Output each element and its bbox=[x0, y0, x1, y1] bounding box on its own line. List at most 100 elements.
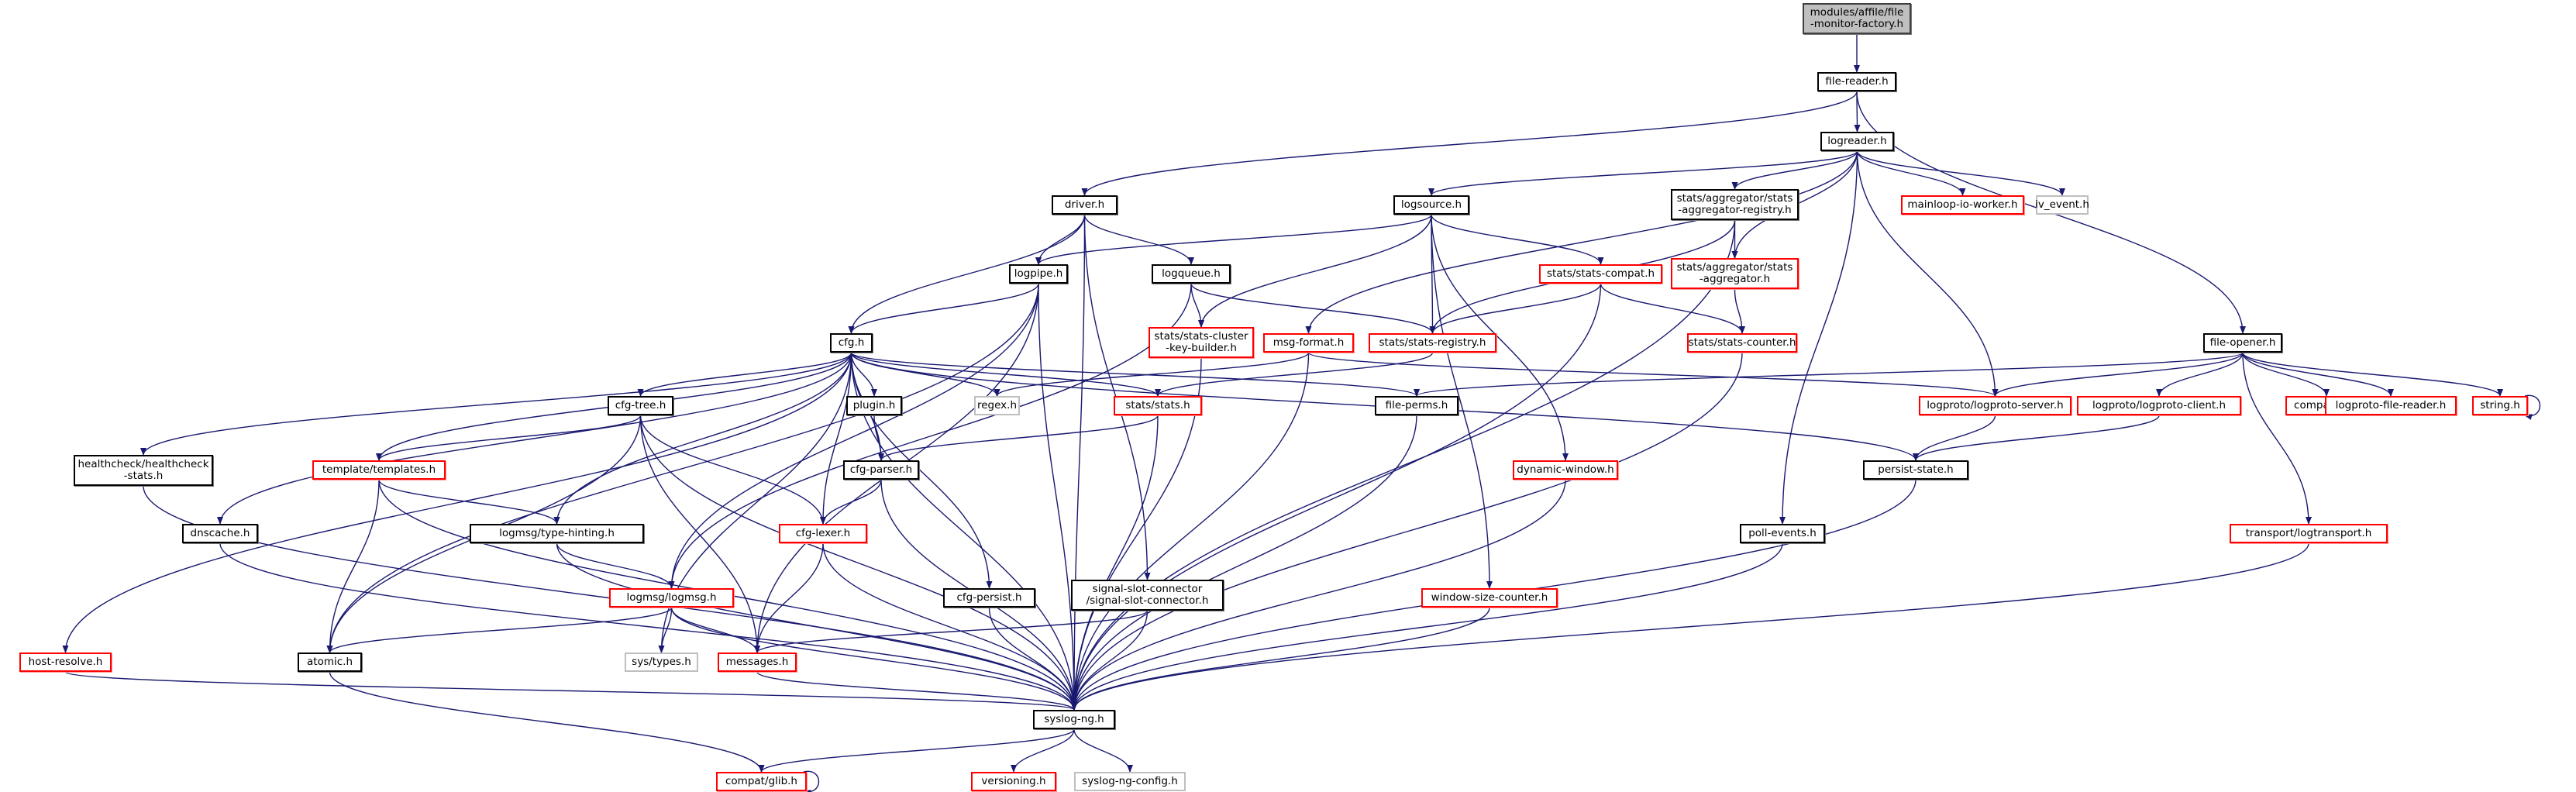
edge-syslog-ng-to-syslog-ng-config bbox=[1073, 728, 1133, 773]
edge-messages-to-syslog-ng bbox=[756, 671, 1077, 711]
node-persist-state[interactable]: persist-state.h bbox=[1863, 460, 1968, 480]
node-driver[interactable]: driver.h bbox=[1052, 195, 1118, 215]
edge-cfg-to-healthcheck bbox=[140, 352, 852, 456]
edge-cfg-to-stats bbox=[850, 352, 1161, 397]
node-template-templates[interactable]: template/templates.h bbox=[312, 460, 446, 480]
edge-cfg-to-cfg-tree bbox=[637, 352, 852, 397]
node-cfg-persist[interactable]: cfg-persist.h bbox=[943, 588, 1035, 608]
edge-driver-to-syslog-ng bbox=[1071, 214, 1086, 711]
edge-file-reader-to-driver bbox=[1081, 91, 1858, 196]
node-logmsg-logmsg[interactable]: logmsg/logmsg.h bbox=[609, 588, 734, 608]
edge-cfg-to-file-perms bbox=[850, 352, 1420, 397]
node-regex[interactable]: regex.h bbox=[974, 396, 1020, 415]
edge-logreader-to-msg-format bbox=[1305, 150, 1858, 334]
edge-signal-slot-to-messages bbox=[754, 610, 1149, 653]
node-stats-aggregator[interactable]: stats/aggregator/stats -aggregator.h bbox=[1671, 258, 1799, 289]
node-poll-events[interactable]: poll-events.h bbox=[1740, 524, 1825, 543]
node-host-resolve[interactable]: host-resolve.h bbox=[19, 653, 112, 672]
node-stats-compat[interactable]: stats/stats-compat.h bbox=[1539, 264, 1662, 284]
edge-logproto-client-to-persist-state bbox=[1913, 415, 2160, 461]
node-dnscache[interactable]: dnscache.h bbox=[182, 524, 258, 543]
node-logproto-server[interactable]: logproto/logproto-server.h bbox=[1919, 396, 2071, 415]
edge-cfg-parser-to-cfg-lexer bbox=[820, 479, 882, 525]
node-versioning[interactable]: versioning.h bbox=[971, 772, 1056, 791]
edge-agg-registry-to-syslog-ng bbox=[1071, 219, 1736, 711]
edge-stats-counter-to-syslog-ng bbox=[1071, 352, 1743, 711]
node-stats-aggregator-registry[interactable]: stats/aggregator/stats -aggregator-regis… bbox=[1671, 189, 1799, 220]
edge-logpipe-to-cfg bbox=[848, 283, 1039, 334]
edge-logreader-to-logsource bbox=[1428, 150, 1858, 196]
edge-cfg-tree-to-messages bbox=[639, 415, 760, 653]
edge-logreader-to-iv_event bbox=[1856, 150, 2065, 196]
edge-file-perms-to-syslog-ng bbox=[1071, 415, 1417, 711]
edge-stats-registry-to-stats bbox=[1155, 352, 1434, 397]
node-logqueue[interactable]: logqueue.h bbox=[1152, 264, 1231, 284]
node-stats-cluster-key-builder[interactable]: stats/stats-cluster -key-builder.h bbox=[1149, 327, 1254, 358]
edge-syslog-ng-to-compat-glib bbox=[758, 728, 1075, 773]
node-logsource[interactable]: logsource.h bbox=[1393, 195, 1469, 215]
edge-file-opener-to-logproto-client bbox=[2156, 352, 2244, 397]
node-logpipe[interactable]: logpipe.h bbox=[1009, 264, 1068, 284]
node-signal-slot-connector[interactable]: signal-slot-connector /signal-slot-conne… bbox=[1071, 580, 1224, 611]
node-compat-glib[interactable]: compat/glib.h bbox=[716, 772, 807, 791]
edge-logsource-to-cluster-key-builder bbox=[1198, 214, 1432, 328]
node-sys-types[interactable]: sys/types.h bbox=[625, 653, 698, 672]
node-healthcheck-stats[interactable]: healthcheck/healthcheck -stats.h bbox=[74, 455, 213, 486]
edge-logsource-to-stats-compat bbox=[1431, 214, 1604, 265]
node-window-size-counter[interactable]: window-size-counter.h bbox=[1421, 588, 1558, 608]
edge-type-hinting-to-logmsg bbox=[556, 542, 675, 589]
edge-logqueue-to-stats-registry bbox=[1190, 283, 1436, 334]
node-msg-format[interactable]: msg-format.h bbox=[1263, 333, 1354, 353]
edge-host-resolve-to-syslog-ng bbox=[64, 671, 1077, 711]
edge-cfg-to-dnscache bbox=[217, 352, 852, 525]
node-logmsg-type-hinting[interactable]: logmsg/type-hinting.h bbox=[470, 524, 644, 543]
node-syslog-ng[interactable]: syslog-ng.h bbox=[1033, 710, 1115, 729]
node-logreader[interactable]: logreader.h bbox=[1820, 132, 1894, 151]
node-atomic[interactable]: atomic.h bbox=[298, 653, 362, 672]
edge-stats-to-cfg-parser bbox=[878, 415, 1159, 461]
edge-logqueue-to-logmsg bbox=[668, 283, 1192, 589]
node-cfg[interactable]: cfg.h bbox=[830, 333, 873, 353]
edge-cfg-tree-to-syslog-ng bbox=[639, 415, 1077, 711]
node-transport-logtransport[interactable]: transport/logtransport.h bbox=[2230, 524, 2388, 543]
node-cfg-lexer[interactable]: cfg-lexer.h bbox=[779, 524, 867, 543]
edge-string-to-string bbox=[2524, 394, 2541, 420]
edge-msg-format-to-regex bbox=[994, 352, 1310, 397]
node-syslog-ng-config[interactable]: syslog-ng-config.h bbox=[1074, 772, 1186, 791]
edge-msg-format-to-syslog-ng bbox=[1071, 352, 1310, 711]
node-mainloop-io-worker[interactable]: mainloop-io-worker.h bbox=[1901, 195, 2024, 215]
node-stats-registry[interactable]: stats/stats-registry.h bbox=[1369, 333, 1496, 353]
edge-stats-compat-to-stats-registry bbox=[1429, 283, 1602, 334]
edge-type-hinting-to-syslog-ng bbox=[556, 542, 1077, 711]
node-cfg-tree[interactable]: cfg-tree.h bbox=[608, 396, 673, 415]
edge-poll-events-to-syslog-ng bbox=[1071, 542, 1783, 711]
node-file-opener[interactable]: file-opener.h bbox=[2203, 333, 2282, 353]
node-root-file-monitor-factory[interactable]: modules/affile/file -monitor-factory.h bbox=[1803, 3, 1911, 34]
edge-file-opener-to-file-perms bbox=[1414, 352, 2244, 397]
node-logproto-client[interactable]: logproto/logproto-client.h bbox=[2077, 396, 2241, 415]
edge-logreader-to-agg-registry bbox=[1731, 150, 1858, 190]
node-logproto-file-reader[interactable]: logproto-file-reader.h bbox=[2325, 396, 2457, 415]
edge-logreader-to-poll-events bbox=[1779, 150, 1858, 525]
edge-cfg-tree-to-cfg-lexer bbox=[639, 415, 826, 525]
edge-file-opener-to-logproto-file-reader bbox=[2242, 352, 2394, 397]
node-cfg-parser[interactable]: cfg-parser.h bbox=[843, 460, 919, 480]
node-stats[interactable]: stats/stats.h bbox=[1114, 396, 1202, 415]
edge-signal-slot-to-syslog-ng bbox=[1071, 610, 1149, 711]
node-plugin[interactable]: plugin.h bbox=[846, 396, 902, 415]
edge-templates-to-type-hinting bbox=[378, 479, 560, 525]
node-string[interactable]: string.h bbox=[2472, 396, 2528, 415]
node-file-perms[interactable]: file-perms.h bbox=[1375, 396, 1458, 415]
node-dynamic-window[interactable]: dynamic-window.h bbox=[1513, 460, 1618, 480]
edge-dynamic-window-to-syslog-ng bbox=[1071, 479, 1566, 711]
edge-cfg-to-type-hinting bbox=[553, 352, 852, 525]
node-file-reader[interactable]: file-reader.h bbox=[1817, 72, 1896, 91]
node-stats-counter[interactable]: stats/stats-counter.h bbox=[1687, 333, 1797, 353]
edge-syslog-ng-to-versioning bbox=[1011, 728, 1075, 773]
node-messages[interactable]: messages.h bbox=[718, 653, 797, 672]
edge-stats-compat-to-syslog-ng bbox=[1071, 283, 1602, 711]
edge-cfg-lexer-to-messages bbox=[754, 542, 824, 653]
node-iv-event[interactable]: iv_event.h bbox=[2035, 195, 2089, 215]
edge-driver-to-logpipe bbox=[1035, 214, 1086, 265]
edge-driver-to-cfg bbox=[848, 214, 1086, 334]
